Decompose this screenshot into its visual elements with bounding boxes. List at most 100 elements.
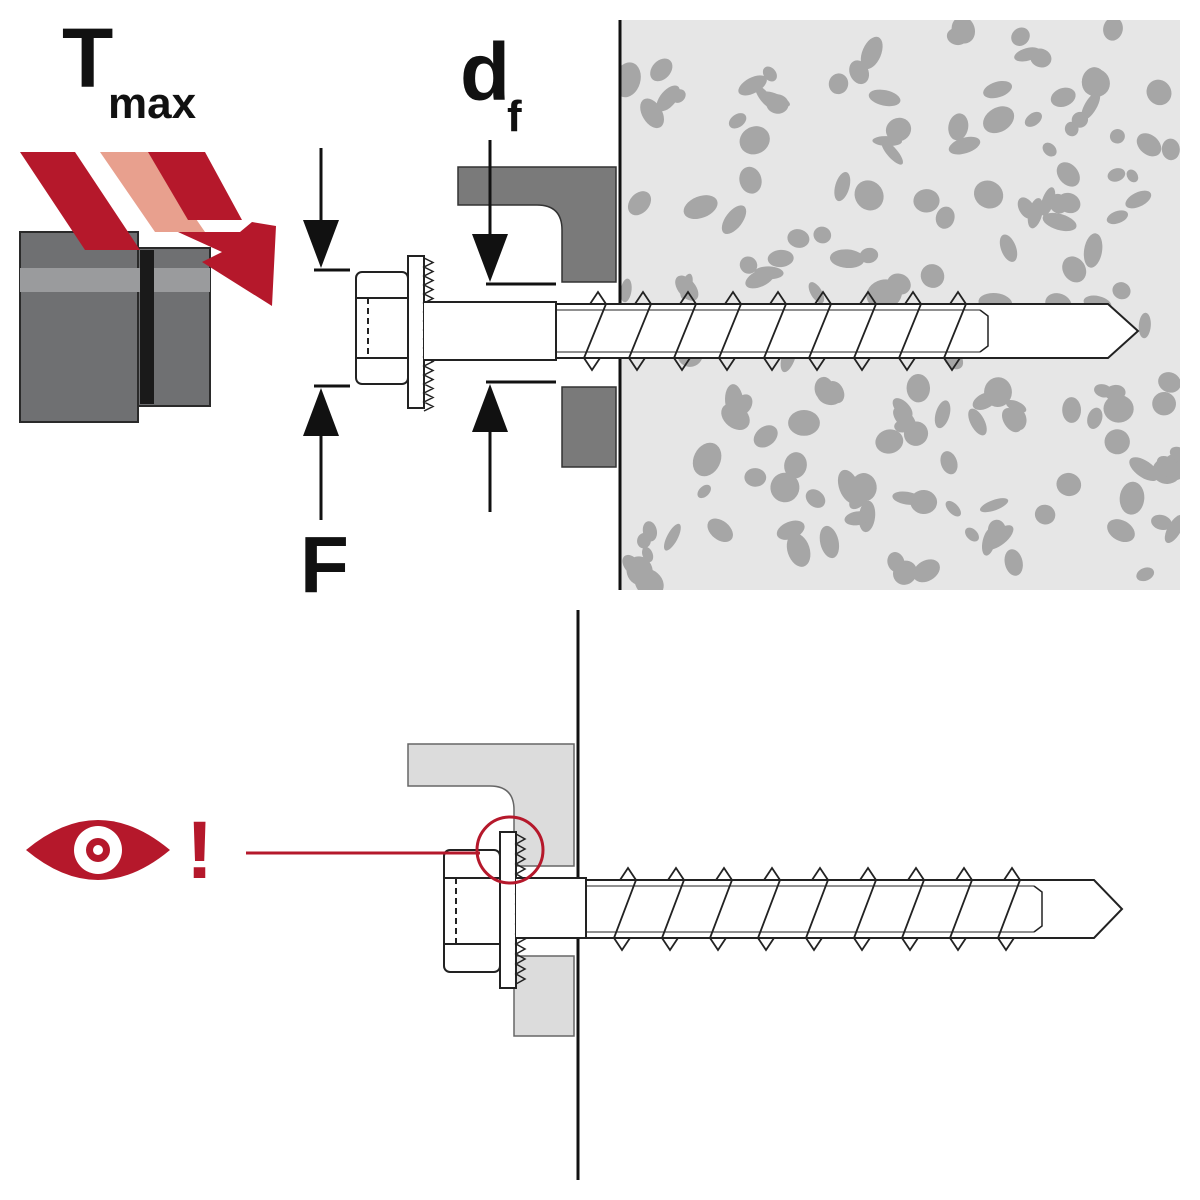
aggregate-stone: [945, 500, 961, 517]
thread-ridge: [757, 866, 781, 952]
aggregate-stone: [826, 381, 845, 404]
aggregate-stone: [868, 89, 901, 107]
aggregate-stone: [1034, 504, 1056, 525]
aggregate-stone: [1107, 519, 1135, 543]
aggregate-stone: [819, 525, 840, 559]
aggregate-stone: [1136, 133, 1162, 157]
thickness-label: F: [300, 520, 349, 609]
aggregate-stone: [626, 556, 653, 586]
aggregate-stone: [828, 73, 849, 95]
aggregate-stone: [1062, 397, 1082, 423]
diameter-symbol: d: [460, 27, 510, 118]
aggregate-stone: [692, 442, 722, 477]
aggregate-stone: [1001, 407, 1023, 433]
hex-head: [443, 849, 501, 973]
aggregate-stone: [1081, 92, 1101, 120]
aggregate-stone: [849, 485, 872, 510]
thread-ridge: [718, 290, 742, 372]
torque-wrench-icon: [19, 231, 211, 423]
aggregate-stone: [881, 140, 903, 165]
aggregate-stone: [739, 166, 762, 194]
aggregate-stone: [983, 80, 1013, 99]
aggregate-stone: [776, 520, 805, 540]
aggregate-stone: [1107, 168, 1126, 182]
thread-ridge: [673, 290, 697, 372]
aggregate-stone: [965, 527, 979, 542]
aggregate-stone: [788, 410, 820, 436]
aggregate-stone: [1050, 87, 1076, 107]
aggregate-stone: [885, 117, 912, 142]
aggregate-stone: [813, 226, 832, 244]
torque-subscript: max: [108, 79, 197, 128]
aggregate-stone: [1119, 481, 1145, 515]
aggregate-stone: [697, 484, 711, 499]
aggregate-stone: [1103, 20, 1123, 41]
aggregate-stone: [987, 519, 1006, 541]
diameter-label: d f: [460, 27, 522, 141]
aggregate-stone: [1104, 429, 1130, 455]
aggregate-stone: [754, 266, 784, 280]
aggregate-stone: [948, 136, 981, 155]
rotation-arrow-icon: [20, 152, 276, 306]
aggregate-stone: [1161, 138, 1180, 161]
eye-icon: [26, 820, 170, 880]
aggregate-stone: [1151, 514, 1172, 531]
aggregate-stone: [707, 518, 733, 543]
aggregate-stone: [829, 249, 865, 269]
aggregate-stone: [946, 28, 968, 46]
warning-mark-icon: !: [186, 805, 213, 896]
thread-ridge: [901, 866, 925, 952]
aggregate-stone: [744, 468, 767, 487]
aggregate-stone: [1056, 472, 1082, 497]
aggregate-stone: [934, 400, 951, 429]
aggregate-stone: [935, 206, 955, 229]
aggregate-stone: [1112, 282, 1131, 300]
thread-ridge: [613, 866, 637, 952]
aggregate-stone: [1005, 399, 1027, 413]
aggregate-stone: [1164, 514, 1180, 543]
aggregate-stone: [999, 234, 1018, 262]
aggregate-stone: [1040, 187, 1056, 216]
aggregate-stone: [1083, 233, 1103, 268]
aggregate-stone: [767, 249, 794, 268]
hole-diameter-dimension: [472, 140, 556, 512]
fixture-bracket: [457, 166, 617, 468]
aggregate-stone: [721, 205, 747, 235]
aggregate-stone: [1004, 549, 1023, 576]
thread-ridge: [808, 290, 832, 372]
aggregate-stone: [913, 189, 940, 213]
serrated-flange: [407, 255, 425, 409]
thread-ridge: [709, 866, 733, 952]
aggregate-stone: [854, 180, 884, 211]
inspection-circle: [475, 815, 545, 885]
aggregate-stone: [1158, 372, 1180, 393]
aggregate-stone: [1042, 142, 1057, 157]
thread-ridge: [853, 290, 877, 372]
aggregate-stone: [1152, 391, 1176, 416]
aggregate-stone: [1109, 129, 1125, 144]
aggregate-stone: [786, 533, 811, 567]
inspection-callout: [246, 815, 545, 885]
thread-ridge: [628, 290, 652, 372]
aggregate-stone: [1081, 68, 1110, 97]
aggregate-stone: [627, 191, 652, 216]
threaded-section: [555, 303, 1140, 359]
aggregate-stone: [728, 113, 747, 129]
thread-ridge: [997, 866, 1021, 952]
aggregate-stone: [1129, 457, 1159, 481]
aggregate-stone: [637, 532, 651, 549]
aggregate-stone: [1156, 455, 1180, 480]
thread-ridge: [853, 866, 877, 952]
aggregate-stone: [834, 172, 851, 202]
threaded-section: [585, 879, 1124, 939]
diameter-subscript: f: [507, 92, 522, 141]
aggregate-stone: [892, 491, 922, 505]
aggregate-stone: [1049, 193, 1068, 214]
aggregate-stone: [656, 85, 680, 112]
thread-ridge: [805, 866, 829, 952]
screw-anchor-installed: [443, 831, 1124, 989]
concrete-aggregate: [620, 20, 1180, 590]
aggregate-stone: [940, 451, 958, 475]
aggregate-stone: [787, 229, 810, 248]
aggregate-stone: [1042, 212, 1077, 232]
